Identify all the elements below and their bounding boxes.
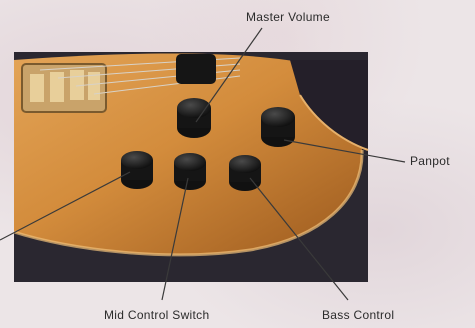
dark-background <box>290 60 368 150</box>
bass-control-knob <box>229 155 261 191</box>
master-volume-label: Master Volume <box>246 10 330 24</box>
left-knob <box>121 151 153 189</box>
bridge <box>21 63 107 113</box>
bass-control-label: Bass Control <box>322 308 395 322</box>
mid-control-switch-knob <box>174 153 206 190</box>
mid-control-switch-label: Mid Control Switch <box>104 308 210 322</box>
leader-lines <box>0 27 406 301</box>
panpot-knob <box>261 107 295 147</box>
master-volume-knob <box>177 98 211 138</box>
panpot-label: Panpot <box>410 154 450 168</box>
pickup <box>176 54 216 84</box>
